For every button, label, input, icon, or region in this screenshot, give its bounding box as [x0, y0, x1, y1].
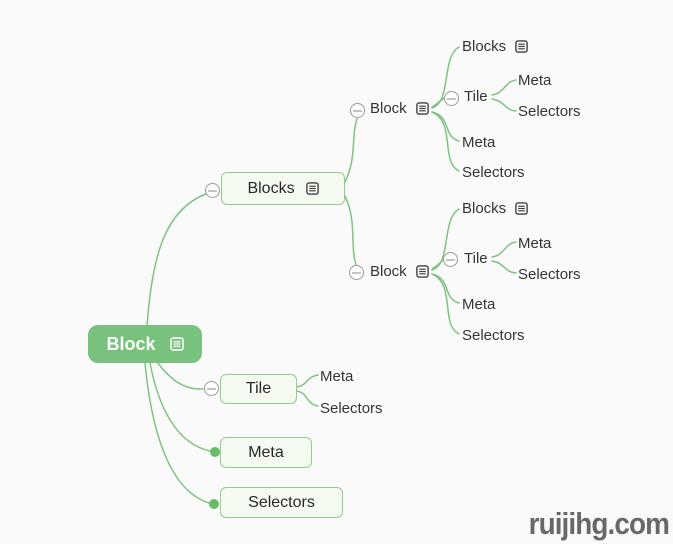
topic-selectors[interactable]: Selectors [220, 487, 343, 518]
connector-root-tile [156, 361, 204, 390]
connector-block-a-tile [431, 97, 445, 108]
connector-root-selectors [144, 362, 210, 504]
collapse-minus-button[interactable] [350, 103, 365, 118]
connector-tile-a-selectors [491, 98, 517, 112]
topic-label: Meta [462, 295, 496, 313]
topic-label: Blocks [462, 199, 507, 217]
topic-label: Meta [248, 443, 284, 461]
collapse-dot[interactable] [210, 447, 220, 457]
note-icon[interactable] [515, 201, 528, 215]
connector-blocks-block-b [344, 195, 357, 266]
topic-label: Selectors [248, 493, 315, 511]
topic-a-blocks[interactable]: Blocks [462, 37, 528, 55]
collapse-minus-button[interactable] [204, 381, 219, 396]
connector-block-a-selectors [431, 111, 460, 172]
topic-label: Selectors [518, 102, 581, 120]
topic-label: Tile [245, 380, 272, 397]
connector-block-b-meta [431, 273, 460, 304]
note-icon[interactable] [415, 101, 429, 115]
topic-block-b[interactable]: Block [370, 262, 429, 280]
connector-block-b-tile [431, 259, 444, 270]
topic-label: Selectors [462, 163, 525, 181]
topic-a-selectors[interactable]: Selectors [462, 163, 525, 181]
topic-label: Blocks [462, 37, 507, 55]
collapse-minus-button[interactable] [443, 252, 458, 267]
topic-label: Selectors [518, 265, 581, 283]
collapse-minus-button[interactable] [444, 91, 459, 106]
topic-tile-meta[interactable]: Meta [320, 367, 354, 385]
topic-label: Meta [518, 71, 552, 89]
topic-a-tile-selectors[interactable]: Selectors [518, 102, 581, 120]
connector-root-meta [149, 362, 211, 452]
connector-block-b-selectors [431, 273, 460, 335]
connector-block-a-meta [431, 111, 460, 142]
topic-root-block[interactable]: Block [88, 325, 202, 363]
connector-root-blocks [146, 193, 207, 327]
connector-tile-b-selectors [491, 260, 517, 274]
topic-label: Meta [462, 133, 496, 151]
topic-label: Meta [320, 367, 354, 385]
topic-b-tile-selectors[interactable]: Selectors [518, 265, 581, 283]
connector-tilebox-selectors [296, 390, 319, 407]
topic-b-blocks[interactable]: Blocks [462, 199, 528, 217]
connector-tile-a-meta [491, 79, 517, 96]
topic-b-meta[interactable]: Meta [462, 295, 496, 313]
topic-label: Block [106, 333, 156, 354]
collapse-minus-button[interactable] [349, 265, 364, 280]
note-icon[interactable] [515, 39, 528, 53]
note-icon[interactable] [305, 182, 319, 195]
connector-tilebox-meta [296, 374, 319, 388]
note-icon[interactable] [415, 264, 429, 278]
topic-a-tile[interactable]: Tile [464, 87, 488, 105]
topic-tile[interactable]: Tile [220, 374, 297, 404]
topic-label: Block [370, 262, 407, 280]
topic-meta[interactable]: Meta [220, 437, 312, 468]
connector-blocks-block-a [344, 118, 358, 183]
collapse-dot[interactable] [209, 499, 219, 509]
topic-block-a[interactable]: Block [370, 99, 429, 117]
connector-tile-b-meta [491, 241, 517, 258]
topic-b-selectors[interactable]: Selectors [462, 326, 525, 344]
topic-label: Selectors [320, 399, 383, 417]
topic-label: Tile [464, 87, 488, 105]
topic-b-tile[interactable]: Tile [464, 249, 488, 267]
watermark: ruijihg.com [528, 506, 670, 541]
topic-label: Block [370, 99, 407, 117]
collapse-minus-button[interactable] [205, 183, 220, 198]
topic-tile-selectors[interactable]: Selectors [320, 399, 383, 417]
topic-a-tile-meta[interactable]: Meta [518, 71, 552, 89]
topic-label: Selectors [462, 326, 525, 344]
topic-label: Blocks [247, 179, 295, 197]
topic-label: Meta [518, 234, 552, 252]
note-icon[interactable] [169, 337, 184, 351]
topic-label: Tile [464, 249, 488, 267]
topic-blocks[interactable]: Blocks [221, 172, 345, 205]
topic-b-tile-meta[interactable]: Meta [518, 234, 552, 252]
topic-a-meta[interactable]: Meta [462, 133, 496, 151]
